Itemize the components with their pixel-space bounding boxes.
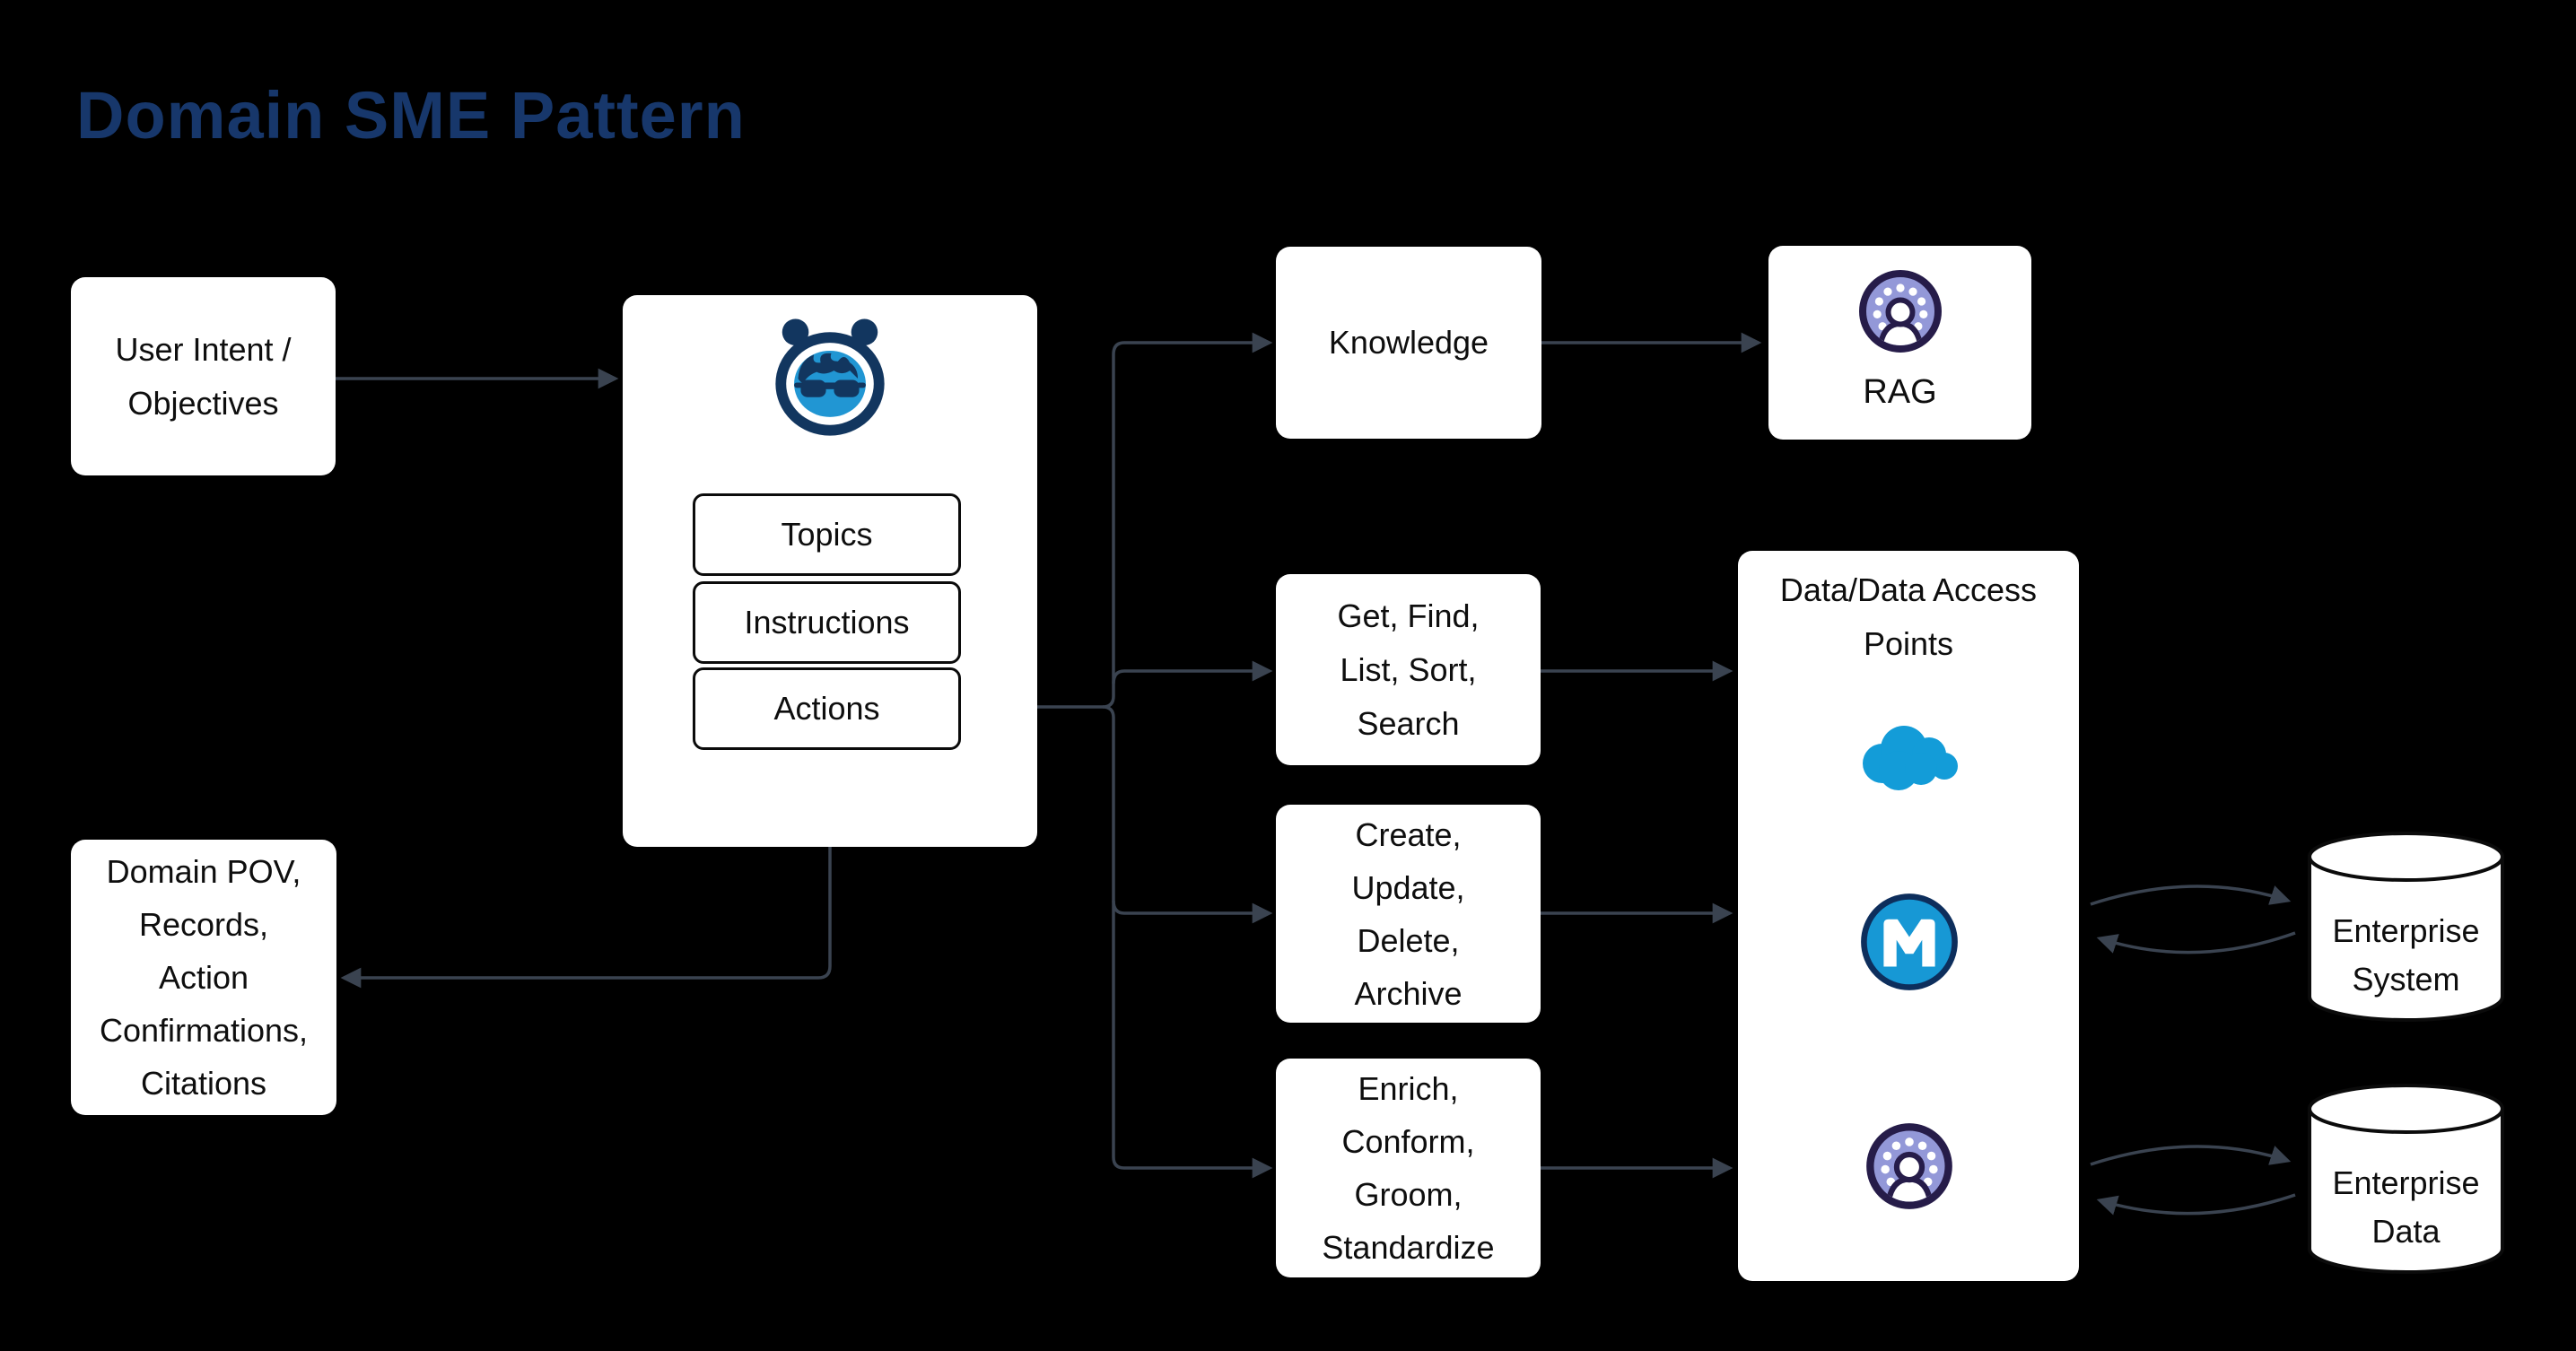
node-text: Knowledge: [1328, 324, 1489, 361]
arrow-agent-to-domain-pov: [340, 847, 832, 989]
agent-instructions-box: Instructions: [693, 581, 961, 664]
database-cylinder-icon: [2308, 832, 2504, 1022]
node-text: Objectives: [127, 384, 279, 422]
node-text: Search: [1357, 704, 1460, 742]
page-title: Domain SME Pattern: [76, 78, 746, 153]
node-text: Points: [1863, 625, 1954, 662]
node-text: User Intent /: [115, 330, 292, 368]
arrow-trunk-to-mutate: [1112, 900, 1273, 924]
arrow-trunk-to-transform: [1102, 705, 1273, 1179]
node-text: Records,: [138, 906, 269, 943]
node-text: Update,: [1351, 868, 1465, 906]
agentforce-mascot-icon: [775, 318, 885, 436]
node-text: Delete,: [1357, 921, 1460, 959]
node-transform-actions: Enrich, Conform, Groom, Standardize: [1276, 1059, 1541, 1277]
node-text: Archive: [1354, 974, 1463, 1012]
data-access-title: Data/Data Access Points: [1780, 551, 2037, 671]
node-text: Conform,: [1341, 1123, 1475, 1160]
cylinder-enterprise-system: Enterprise System: [2306, 828, 2506, 1027]
arrow-trunk-to-knowledge: [1102, 332, 1273, 709]
node-text: Citations: [140, 1065, 267, 1102]
node-text: Data/Data Access: [1779, 571, 2038, 608]
node-knowledge: Knowledge: [1276, 247, 1541, 439]
arc-enterprise-system-to-data: [2096, 931, 2296, 954]
node-domain-pov: Domain POV, Records, Action Confirmation…: [71, 840, 336, 1115]
node-text: Standardize: [1322, 1229, 1495, 1266]
data-library-icon: [1858, 270, 1942, 353]
mulesoft-icon: [1861, 893, 1958, 990]
node-rag: RAG: [1768, 246, 2031, 440]
arc-data-to-enterprise-system: [2090, 885, 2292, 906]
agent-instructions-label: Instructions: [744, 604, 910, 641]
cylinder-enterprise-data: Enterprise Data: [2306, 1080, 2506, 1279]
cylinder-label: System: [2352, 961, 2460, 998]
arrow-trunk-to-retrieve: [1112, 660, 1273, 684]
salesforce-cloud-icon: [1863, 726, 1958, 790]
agent-topics-box: Topics: [693, 493, 961, 576]
node-retrieve-actions: Get, Find, List, Sort, Search: [1276, 574, 1541, 765]
cylinder-label: Enterprise: [2332, 912, 2480, 949]
node-text: Enrich,: [1358, 1070, 1459, 1107]
cylinder-label: Data: [2371, 1213, 2441, 1250]
node-data-access-points: Data/Data Access Points: [1738, 551, 2079, 1281]
arc-data-to-enterprise-data: [2090, 1145, 2292, 1166]
node-text: List, Sort,: [1340, 650, 1477, 688]
node-text: Action: [158, 959, 249, 996]
node-mutate-actions: Create, Update, Delete, Archive: [1276, 805, 1541, 1023]
database-cylinder-icon: [2308, 1084, 2504, 1274]
data-library-icon: [1866, 1123, 1952, 1209]
rag-label: RAG: [1863, 373, 1937, 411]
node-text: Groom,: [1354, 1176, 1463, 1213]
agent-actions-label: Actions: [773, 690, 880, 727]
node-text: Create,: [1355, 815, 1462, 853]
node-text: Get, Find,: [1337, 597, 1480, 634]
node-agent: Topics Instructions Actions: [623, 295, 1037, 847]
agent-actions-box: Actions: [693, 667, 961, 750]
node-text: Domain POV,: [106, 853, 301, 890]
node-text: Confirmations,: [99, 1012, 309, 1049]
agent-topics-label: Topics: [781, 516, 873, 553]
cylinder-label: Enterprise: [2332, 1164, 2480, 1201]
arc-enterprise-data-to-data: [2096, 1193, 2296, 1216]
node-user-intent: User Intent / Objectives: [71, 277, 336, 475]
